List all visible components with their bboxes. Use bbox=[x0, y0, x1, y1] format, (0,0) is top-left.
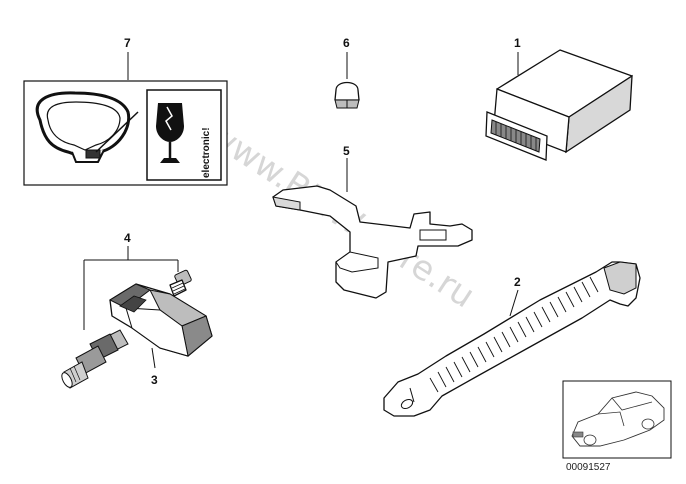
part-4-sensor-assembly: 4 bbox=[61, 231, 213, 389]
part-4-valve-stem bbox=[61, 329, 129, 389]
vehicle-thumbnail: 00091527 bbox=[562, 380, 672, 473]
callout-7: 7 bbox=[124, 36, 131, 50]
part-3-sensor bbox=[108, 283, 213, 357]
electronic-label-text: electronic! bbox=[201, 127, 212, 178]
callout-2: 2 bbox=[514, 275, 521, 289]
callout-4: 4 bbox=[124, 231, 131, 245]
broken-glass-icon bbox=[156, 103, 184, 142]
callout-3: 3 bbox=[151, 373, 158, 387]
part-2-cable-strap: 2 bbox=[383, 261, 641, 417]
callout-5: 5 bbox=[343, 144, 350, 158]
callout-6: 6 bbox=[343, 36, 350, 50]
part-7-warning-label: electronic! 7 bbox=[23, 36, 228, 186]
part-6-cap-nut: 6 bbox=[334, 36, 360, 109]
part-4-screw bbox=[169, 269, 192, 297]
document-number: 00091527 bbox=[566, 462, 611, 473]
part-1-control-unit: 1 bbox=[485, 36, 633, 161]
callout-1: 1 bbox=[514, 36, 521, 50]
part-5-bracket: 5 bbox=[272, 144, 473, 299]
